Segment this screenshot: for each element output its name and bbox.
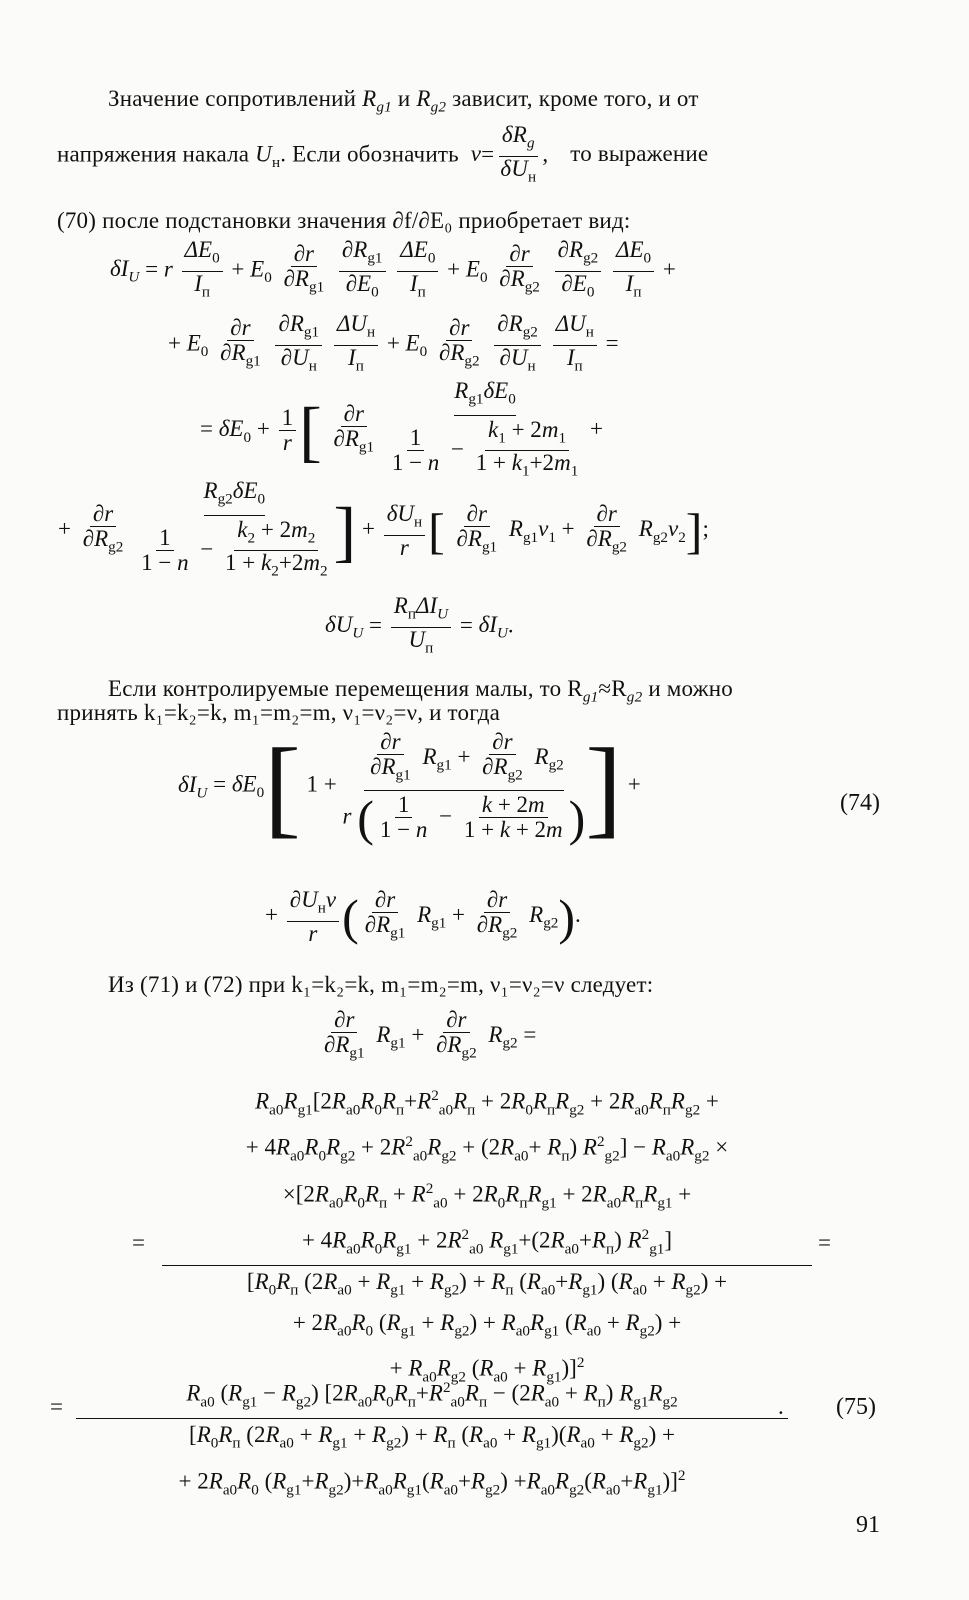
text: и: [397, 86, 411, 111]
paragraph-line: Из (71) и (72) при k₁=k₂=k, m₁=m₂=m, ν₁=…: [108, 972, 654, 997]
paragraph-line: Значение сопротивлений Rg1 и Rg2 зависит…: [108, 86, 699, 116]
text: и можно: [648, 676, 733, 701]
equation-number: (75): [836, 1394, 876, 1420]
equation: ∂r∂Rg1 Rg1 + ∂r∂Rg2 Rg2 =: [324, 1007, 537, 1062]
text: Если контролируемые перемещения малы, то…: [108, 676, 583, 701]
equation-number: (74): [840, 790, 880, 816]
paragraph-line: (70) после подстановки значения ∂f/∂E₀ п…: [57, 208, 631, 233]
text: зависит, кроме того, и от: [452, 86, 699, 111]
text: то выражение: [570, 141, 709, 167]
paragraph-line: Если контролируемые перемещения малы, то…: [108, 676, 733, 706]
page-number: 91: [856, 1512, 880, 1538]
text: Значение сопротивлений: [108, 86, 357, 111]
paragraph-line: напряжения накала Uн. Если обозначить ν=…: [57, 122, 709, 186]
text: напряжения накала: [57, 141, 250, 167]
text: . Если обозначить: [280, 141, 459, 167]
text: ≈R: [598, 676, 627, 701]
paragraph-line: принять k₁=k₂=k, m₁=m₂=m, ν₁=ν₂=ν, и тог…: [57, 700, 501, 725]
